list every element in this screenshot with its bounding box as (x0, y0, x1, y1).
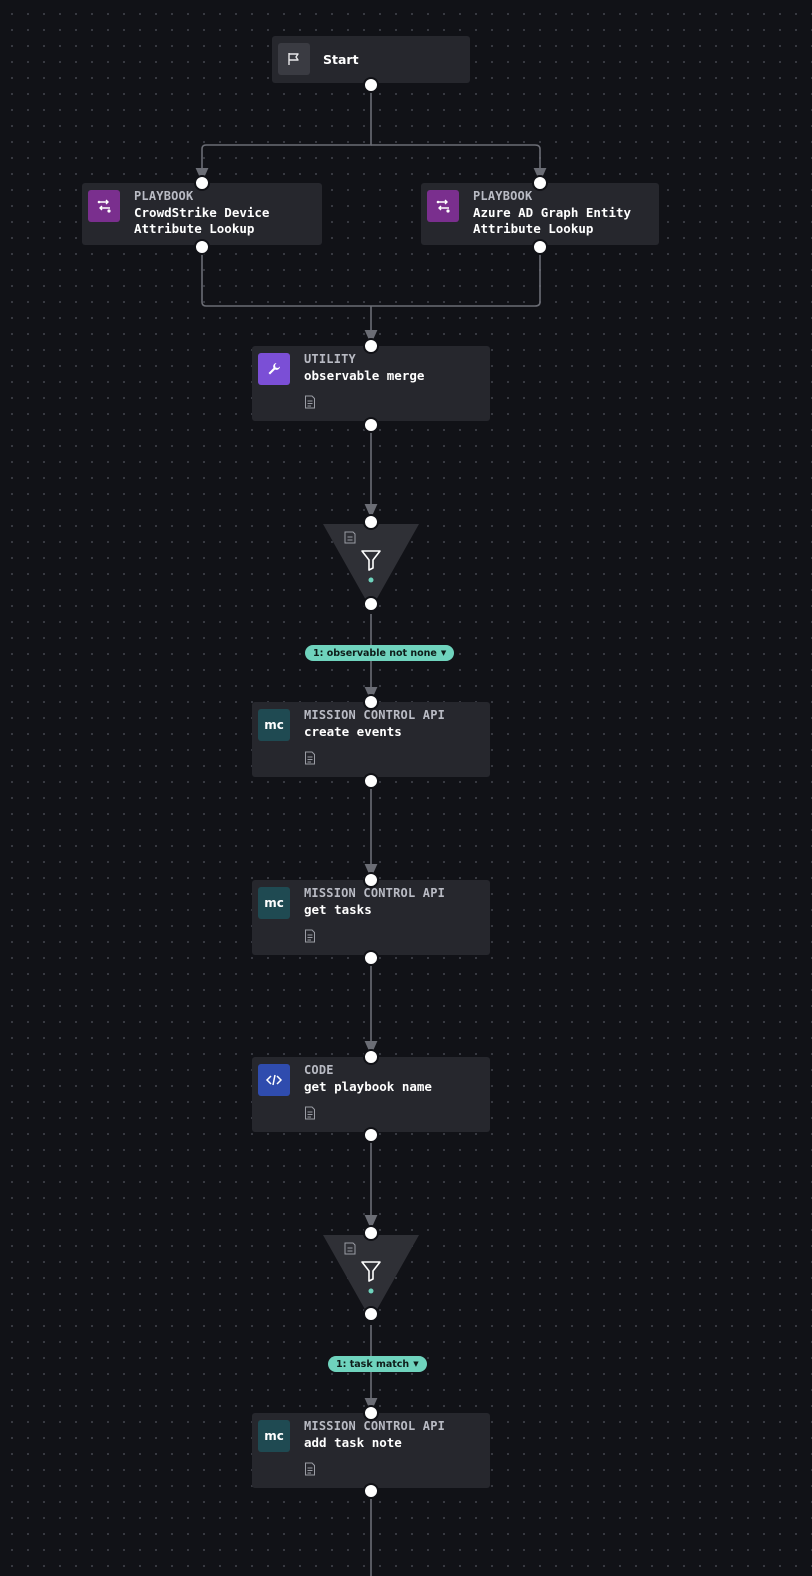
start-node[interactable]: Start (272, 36, 470, 83)
document-icon (344, 1242, 356, 1255)
node-category: MISSION CONTROL API (304, 708, 446, 722)
funnel-icon (361, 1261, 381, 1282)
node-category: CODE (304, 1063, 334, 1077)
mc-get-tasks-input-port[interactable] (363, 872, 379, 888)
document-icon[interactable] (304, 929, 316, 943)
node-title: add task note (304, 1435, 402, 1450)
playbook-azure-input-port[interactable] (532, 175, 548, 191)
code-output-port[interactable] (363, 1127, 379, 1143)
mc-get-tasks-node[interactable]: mc MISSION CONTROL API get tasks (252, 880, 490, 955)
mc-create-events-node[interactable]: mc MISSION CONTROL API create events (252, 702, 490, 777)
mission-control-icon: mc (258, 1420, 290, 1452)
utility-output-port[interactable] (363, 417, 379, 433)
node-title: get playbook name (304, 1079, 432, 1094)
condition-label-text: 1: observable not none (313, 647, 437, 659)
flag-icon (278, 43, 310, 75)
filter-2-input-port[interactable] (363, 1225, 379, 1241)
node-category: PLAYBOOK (134, 189, 194, 203)
filter-node-2[interactable] (323, 1233, 419, 1319)
mc-add-note-input-port[interactable] (363, 1405, 379, 1421)
wrench-icon (258, 353, 290, 385)
node-category: UTILITY (304, 352, 356, 366)
playbook-crowdstrike-output-port[interactable] (194, 239, 210, 255)
utility-merge-node[interactable]: UTILITY observable merge (252, 346, 490, 421)
mc-add-task-note-node[interactable]: mc MISSION CONTROL API add task note (252, 1413, 490, 1488)
document-icon[interactable] (304, 751, 316, 765)
filter-2-output-port[interactable] (363, 1306, 379, 1322)
document-icon[interactable] (304, 395, 316, 409)
mc-add-note-output-port[interactable] (363, 1483, 379, 1499)
document-icon[interactable] (304, 1106, 316, 1120)
node-title: observable merge (304, 368, 425, 383)
code-input-port[interactable] (363, 1049, 379, 1065)
playbook-icon (88, 190, 120, 222)
node-title: create events (304, 724, 402, 739)
playbook-crowdstrike-input-port[interactable] (194, 175, 210, 191)
mission-control-icon: mc (258, 887, 290, 919)
mission-control-icon: mc (258, 709, 290, 741)
condition-label-text: 1: task match (336, 1358, 410, 1370)
start-title: Start (323, 52, 359, 67)
node-category: PLAYBOOK (473, 189, 533, 203)
mc-get-tasks-output-port[interactable] (363, 950, 379, 966)
mc-create-input-port[interactable] (363, 694, 379, 710)
node-category: MISSION CONTROL API (304, 886, 446, 900)
playbook-azure-output-port[interactable] (532, 239, 548, 255)
code-icon (258, 1064, 290, 1096)
filter-1-output-port[interactable] (363, 596, 379, 612)
mc-create-output-port[interactable] (363, 773, 379, 789)
node-title: get tasks (304, 902, 372, 917)
funnel-icon (361, 550, 381, 571)
playbook-icon (427, 190, 459, 222)
playbook-azure-node[interactable]: PLAYBOOK Azure AD Graph Entity Attribute… (421, 183, 659, 245)
condition-label-2[interactable]: 1: task match▼ (328, 1356, 427, 1372)
condition-label-1[interactable]: 1: observable not none▼ (305, 645, 455, 661)
caret-down-icon: ▼ (440, 649, 447, 657)
filter-1-input-port[interactable] (363, 514, 379, 530)
caret-down-icon: ▼ (413, 1360, 419, 1368)
document-icon[interactable] (304, 1462, 316, 1476)
start-output-port[interactable] (363, 77, 379, 93)
filter-node-1[interactable] (323, 522, 419, 608)
node-title: Azure AD Graph Entity Attribute Lookup (473, 205, 632, 236)
playbook-crowdstrike-node[interactable]: PLAYBOOK CrowdStrike Device Attribute Lo… (82, 183, 322, 245)
document-icon (344, 531, 356, 544)
node-category: MISSION CONTROL API (304, 1419, 446, 1433)
code-playbook-name-node[interactable]: CODE get playbook name (252, 1057, 490, 1132)
utility-input-port[interactable] (363, 338, 379, 354)
node-title: CrowdStrike Device Attribute Lookup (134, 205, 270, 236)
